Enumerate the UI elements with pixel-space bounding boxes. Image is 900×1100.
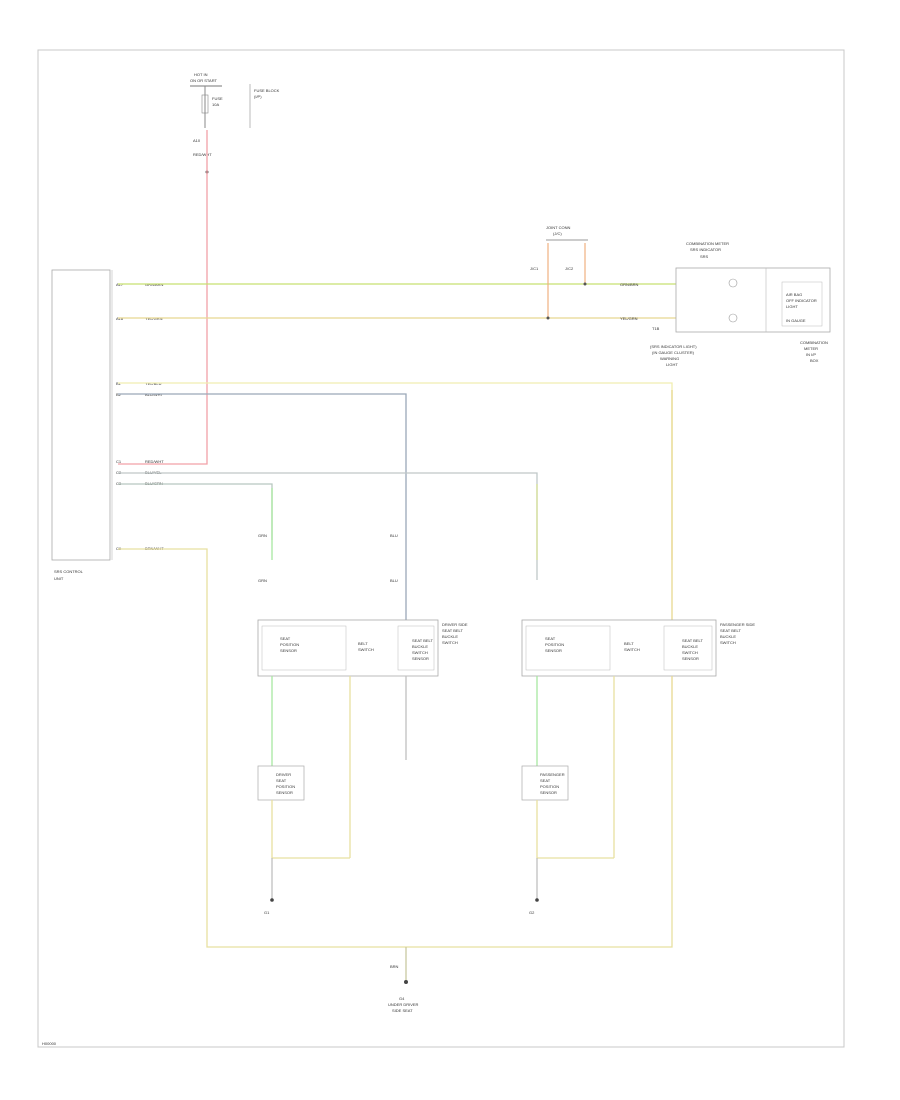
svg-text:SWITCH: SWITCH [358, 647, 374, 652]
svg-text:C1: C1 [116, 459, 122, 464]
joint-connector: JOINT CONN (J/C) J/C1 J/C2 [530, 225, 588, 320]
svg-text:SWITCH: SWITCH [720, 640, 736, 645]
svg-text:SEAT BELT: SEAT BELT [682, 638, 703, 643]
svg-text:SEAT: SEAT [276, 778, 287, 783]
svg-text:SENSOR: SENSOR [280, 648, 297, 653]
svg-text:SEAT BELT: SEAT BELT [412, 638, 433, 643]
svg-text:JOINT CONN: JOINT CONN [546, 225, 570, 230]
svg-text:ON OR START: ON OR START [190, 78, 218, 83]
svg-text:SIDE SEAT: SIDE SEAT [392, 1008, 413, 1013]
svg-text:BUCKLE: BUCKLE [442, 634, 458, 639]
svg-text:POSITION: POSITION [280, 642, 299, 647]
svg-text:GRN: GRN [258, 578, 267, 583]
svg-text:G1: G1 [264, 910, 270, 915]
svg-text:SEAT: SEAT [280, 636, 291, 641]
svg-text:UNDER DRIVER: UNDER DRIVER [388, 1002, 419, 1007]
svg-text:SENSOR: SENSOR [276, 790, 293, 795]
svg-text:SRS INDICATOR: SRS INDICATOR [690, 247, 721, 252]
wire-ground-return [406, 760, 673, 948]
svg-text:(SRS INDICATOR LIGHT): (SRS INDICATOR LIGHT) [650, 344, 697, 349]
bottom-ground: BRN G4 UNDER DRIVER SIDE SEAT [388, 947, 419, 1013]
svg-text:POSITION: POSITION [545, 642, 564, 647]
svg-text:J/C1: J/C1 [530, 266, 539, 271]
svg-text:RED/WHT: RED/WHT [193, 152, 212, 157]
footer-code: H00000 [42, 1041, 57, 1046]
svg-text:SRS: SRS [700, 254, 709, 259]
top-fuse: HOT IN ON OR START FUSE 10A FUSE BLOCK (… [190, 72, 280, 174]
wire-red-white [118, 130, 208, 465]
svg-text:SEAT: SEAT [540, 778, 551, 783]
svg-text:RED/WHT: RED/WHT [145, 459, 164, 464]
svg-text:SENSOR: SENSOR [545, 648, 562, 653]
wire-blu-wht [118, 393, 407, 540]
svg-text:G4: G4 [399, 996, 405, 1001]
svg-text:OFF INDICATOR: OFF INDICATOR [786, 298, 817, 303]
svg-text:BELT: BELT [624, 641, 634, 646]
svg-text:LIGHT: LIGHT [666, 362, 678, 367]
svg-text:FUSE: FUSE [212, 96, 223, 101]
svg-text:YEL/GRN: YEL/GRN [620, 316, 638, 321]
svg-text:POSITION: POSITION [540, 784, 559, 789]
svg-text:BLU: BLU [390, 533, 398, 538]
svg-text:BUCKLE: BUCKLE [720, 634, 736, 639]
svg-text:BRN: BRN [390, 964, 399, 969]
svg-text:WARNING: WARNING [660, 356, 679, 361]
wire-blu-yel [118, 472, 538, 580]
svg-text:POSITION: POSITION [276, 784, 295, 789]
svg-text:DRIVER SIDE: DRIVER SIDE [442, 622, 468, 627]
svg-text:BUCKLE: BUCKLE [682, 644, 698, 649]
svg-text:(IN GAUGE CLUSTER): (IN GAUGE CLUSTER) [652, 350, 695, 355]
diagram-frame [37, 49, 845, 1048]
svg-text:(I/P): (I/P) [254, 94, 262, 99]
svg-text:FUSE BLOCK: FUSE BLOCK [254, 88, 280, 93]
svg-text:SENSOR: SENSOR [682, 656, 699, 661]
wire-blu-grn [118, 483, 273, 540]
svg-text:COMBINATION: COMBINATION [800, 340, 828, 345]
wire-yel-blu [118, 382, 673, 540]
combination-meter: COMBINATION METER SRS INDICATOR SRS GRN/… [620, 241, 831, 367]
svg-text:LIGHT: LIGHT [786, 304, 798, 309]
svg-text:10A: 10A [212, 102, 219, 107]
svg-text:UNIT: UNIT [54, 576, 64, 581]
svg-text:AIR BAG: AIR BAG [786, 292, 802, 297]
svg-text:COMBINATION METER: COMBINATION METER [686, 241, 729, 246]
svg-text:HOT IN: HOT IN [194, 72, 208, 77]
svg-text:G2: G2 [529, 910, 535, 915]
svg-text:BOX: BOX [810, 358, 819, 363]
svg-text:BUCKLE: BUCKLE [412, 644, 428, 649]
svg-text:SEAT BELT: SEAT BELT [442, 628, 463, 633]
passenger-seat-belt-switch: SEAT POSITION SENSOR BELT SWITCH SEAT BE… [521, 540, 755, 915]
svg-text:GRN: GRN [258, 533, 267, 538]
driver-seat-belt-switch: GRN BLU GRN BLU SEAT POSITION SENSOR BEL… [257, 533, 468, 915]
svg-text:BLU: BLU [390, 578, 398, 583]
svg-text:PASSENGER SIDE: PASSENGER SIDE [720, 622, 755, 627]
svg-text:SWITCH: SWITCH [442, 640, 458, 645]
svg-text:A10: A10 [193, 138, 201, 143]
svg-text:SEAT: SEAT [545, 636, 556, 641]
svg-text:METER: METER [804, 346, 818, 351]
svg-text:IN GAUGE: IN GAUGE [786, 318, 806, 323]
pin-labels: A17 GRN/BRN A18 YEL/GRN B1 YEL/BLU B2 BL… [116, 282, 164, 551]
svg-text:SWITCH: SWITCH [412, 650, 428, 655]
svg-text:BELT: BELT [358, 641, 368, 646]
svg-text:IN I/P: IN I/P [806, 352, 816, 357]
svg-text:SENSOR: SENSOR [540, 790, 557, 795]
svg-text:GRN/BRN: GRN/BRN [620, 282, 639, 287]
svg-text:(J/C): (J/C) [553, 231, 562, 236]
svg-text:J/C2: J/C2 [565, 266, 574, 271]
svg-text:SEAT BELT: SEAT BELT [720, 628, 741, 633]
srs-control-unit: SRS CONTROL UNIT [51, 269, 113, 581]
svg-text:PASSENGER: PASSENGER [540, 772, 565, 777]
svg-text:SWITCH: SWITCH [624, 647, 640, 652]
wire-brn-wht [118, 548, 406, 948]
svg-text:SENSOR: SENSOR [412, 656, 429, 661]
svg-text:SWITCH: SWITCH [682, 650, 698, 655]
svg-text:SRS CONTROL: SRS CONTROL [54, 569, 84, 574]
svg-text:DRIVER: DRIVER [276, 772, 291, 777]
svg-text:T1B: T1B [652, 326, 660, 331]
